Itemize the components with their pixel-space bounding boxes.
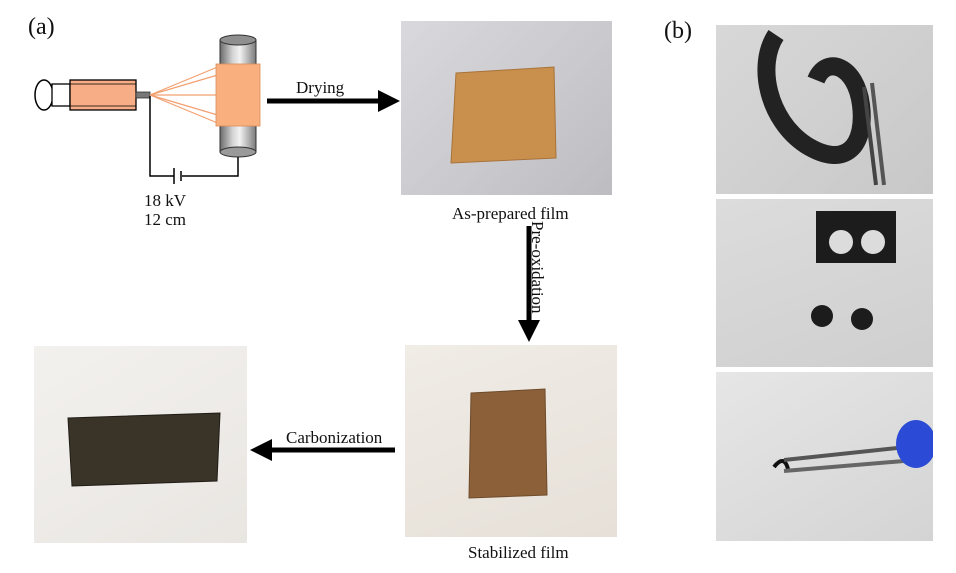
fiber-jet — [149, 65, 249, 125]
as-prepared-film-photo — [401, 21, 612, 195]
carbonized-film-photo — [34, 346, 247, 543]
stabilized-film — [468, 388, 548, 499]
distance-label: 12 cm — [144, 210, 187, 229]
panel-label-a: (a) — [28, 14, 55, 40]
voltage-label: 18 kV — [144, 191, 187, 210]
stabilized-film-photo — [405, 345, 617, 537]
as-prepared-film-caption: As-prepared film — [452, 204, 569, 223]
pre-oxidation-label: Pre-oxidation — [528, 221, 547, 314]
drying-label: Drying — [296, 78, 345, 97]
disc — [811, 305, 833, 327]
disc — [851, 308, 873, 330]
stabilized-film-caption: Stabilized film — [468, 543, 569, 562]
tweezers — [862, 86, 878, 186]
as-prepared-film — [450, 66, 557, 164]
punched-discs-photo — [716, 199, 933, 367]
syringe-needle — [135, 91, 151, 99]
voltage-circuit — [149, 96, 239, 184]
tweezer-arm-top — [783, 444, 917, 462]
panel-label-b: (b) — [664, 18, 692, 44]
carbonization-label: Carbonization — [286, 428, 383, 447]
bent-film — [757, 30, 871, 164]
syringe — [34, 79, 151, 111]
tweezers-bend-photo — [716, 372, 933, 541]
tweezer-arm-bottom — [783, 458, 917, 473]
carbonized-film — [67, 412, 221, 487]
syringe-barrel — [69, 79, 137, 111]
collector-drum — [215, 34, 261, 158]
collected-fibers — [215, 63, 261, 127]
glove — [896, 420, 933, 468]
curled-film — [772, 459, 790, 470]
punched-film — [816, 211, 896, 263]
flexibility-bend-photo — [716, 25, 933, 194]
